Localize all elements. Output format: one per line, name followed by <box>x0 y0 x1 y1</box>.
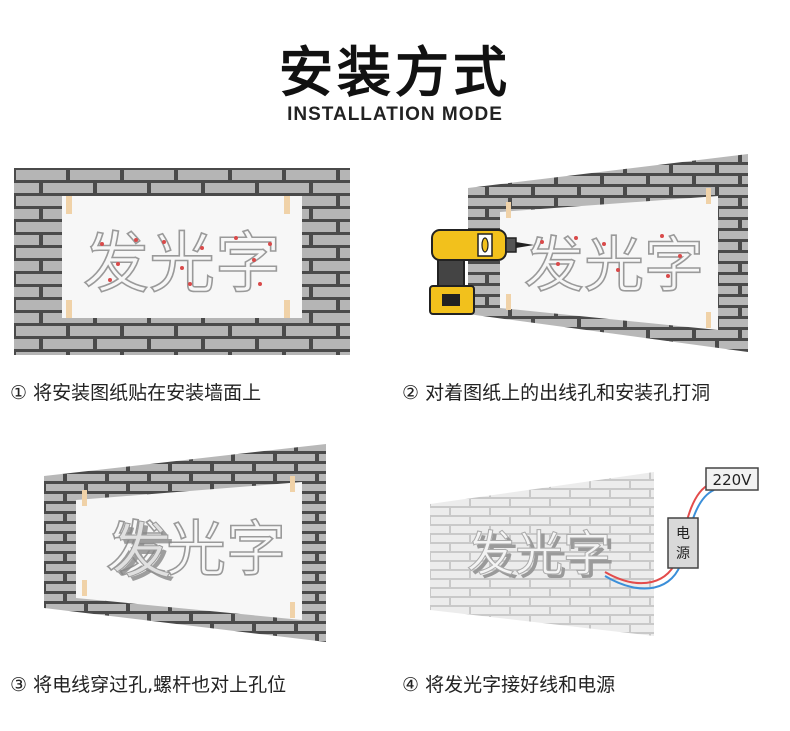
step-1-caption: ① 将安装图纸贴在安装墙面上 <box>10 382 262 404</box>
sign-text-3d: 发光字 <box>467 526 611 582</box>
step-4-illustration: 发光字 发光字 电 源 220V <box>430 462 770 638</box>
step-3-illustration: 发光字 发 发 <box>44 442 328 642</box>
step-2-caption: ② 对着图纸上的出线孔和安装孔打洞 <box>402 382 711 404</box>
power-label-1: 电 <box>676 526 690 542</box>
paper-template <box>62 196 302 318</box>
drill-icon <box>429 229 534 315</box>
power-label-2: 源 <box>676 546 690 562</box>
step-2-illustration: 发光字 <box>418 152 758 360</box>
power-supply-icon: 电 源 <box>667 517 699 569</box>
sign-text-outline: 发光字 <box>83 225 281 302</box>
tape <box>66 196 72 214</box>
page-title: 安装方式 <box>279 41 511 104</box>
step-1-illustration: 发光字 <box>14 168 350 355</box>
sign-text-outline: 发光字 <box>524 231 704 301</box>
step-3-caption: ③ 将电线穿过孔,螺杆也对上孔位 <box>10 674 287 696</box>
svg-text:发光字: 发光字 <box>471 530 615 586</box>
paper-template <box>76 482 302 620</box>
sign-text-outline: 发光字 <box>106 515 286 585</box>
svg-text:发: 发 <box>116 521 176 591</box>
svg-text:发: 发 <box>112 517 172 587</box>
voltage-label: 220V <box>713 471 753 489</box>
page-subtitle: INSTALLATION MODE <box>287 104 503 125</box>
brick-wall <box>430 472 654 636</box>
step-4-caption: ④ 将发光字接好线和电源 <box>402 674 616 696</box>
paper-template <box>500 196 718 330</box>
